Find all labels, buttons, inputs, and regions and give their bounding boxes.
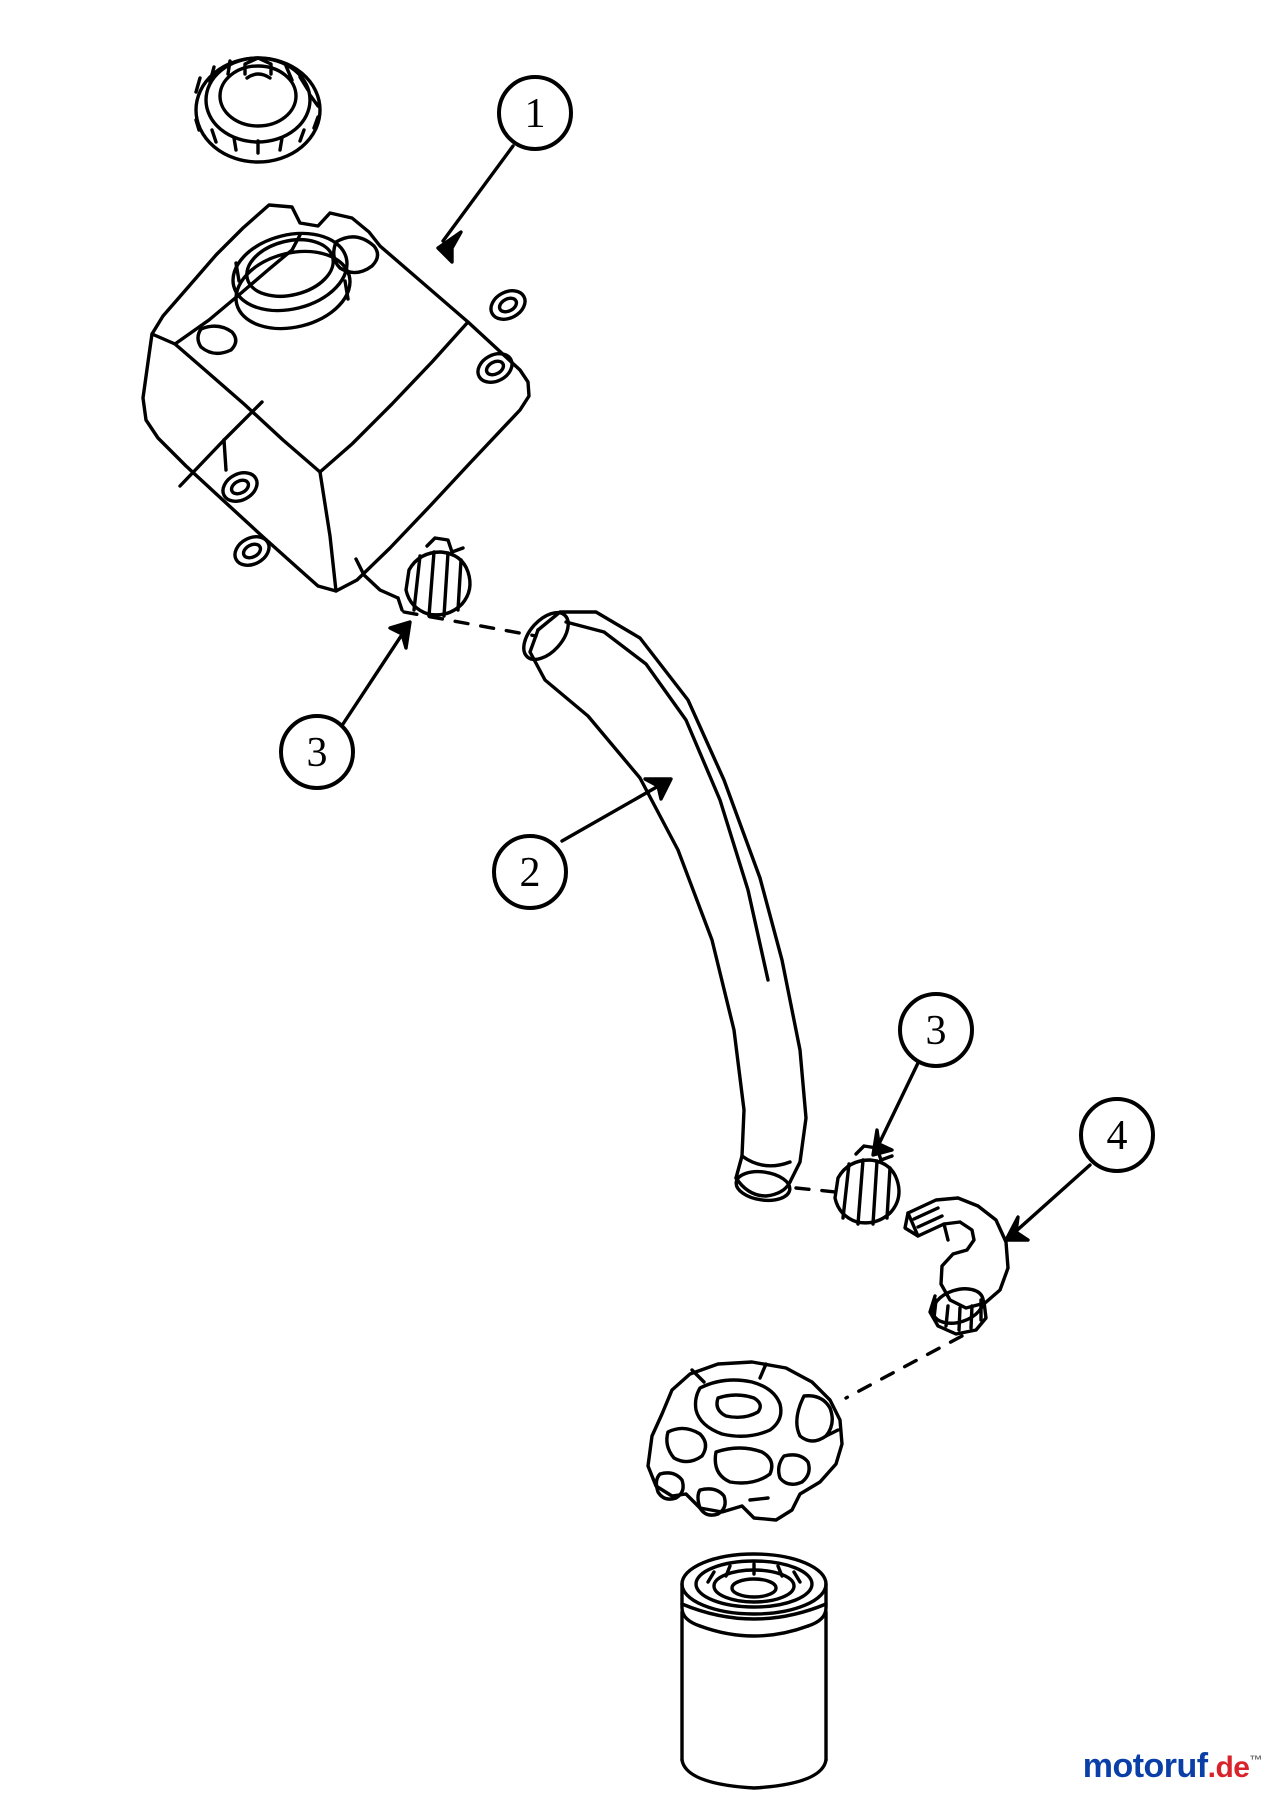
hose-clamp-upper-part bbox=[404, 536, 472, 618]
callout-2-circle bbox=[492, 834, 568, 910]
leader-1 bbox=[441, 144, 515, 243]
watermark-trademark: ™ bbox=[1249, 1752, 1263, 1768]
fuel-tank-part bbox=[141, 203, 531, 612]
watermark: motoruf.de™ bbox=[1082, 1747, 1263, 1786]
callout-labels: 1 3 2 3 4 bbox=[307, 91, 1128, 1159]
filter-head-part bbox=[646, 1360, 844, 1522]
leader-4 bbox=[1012, 1163, 1092, 1235]
watermark-suffix: .de bbox=[1207, 1751, 1250, 1784]
callout-4-circle bbox=[1079, 1097, 1155, 1173]
leader-3-top bbox=[341, 628, 407, 726]
fuel-hose-part bbox=[522, 610, 808, 1203]
callout-3-lower-label: 3 bbox=[926, 1008, 947, 1054]
watermark-brand: motoruf bbox=[1082, 1747, 1208, 1785]
elbow-fitting-part bbox=[903, 1196, 1010, 1336]
oil-filter-canister-part bbox=[680, 1552, 828, 1790]
callout-circles bbox=[279, 75, 1155, 1173]
callout-1-circle bbox=[497, 75, 573, 151]
assembly-dash-lines bbox=[402, 610, 964, 1400]
hose-clamp-lower-part bbox=[833, 1144, 901, 1226]
tank-cap-part bbox=[194, 56, 322, 164]
callout-3-top-label: 3 bbox=[307, 730, 328, 776]
callout-1-label: 1 bbox=[525, 91, 546, 137]
callout-4-label: 4 bbox=[1107, 1113, 1128, 1159]
callout-2-label: 2 bbox=[520, 850, 541, 896]
callout-3-lower-circle bbox=[898, 992, 974, 1068]
leader-lines bbox=[341, 144, 1092, 1242]
callout-3-top-circle bbox=[279, 714, 355, 790]
leader-3-lower bbox=[876, 1061, 920, 1148]
leader-2 bbox=[560, 782, 664, 843]
